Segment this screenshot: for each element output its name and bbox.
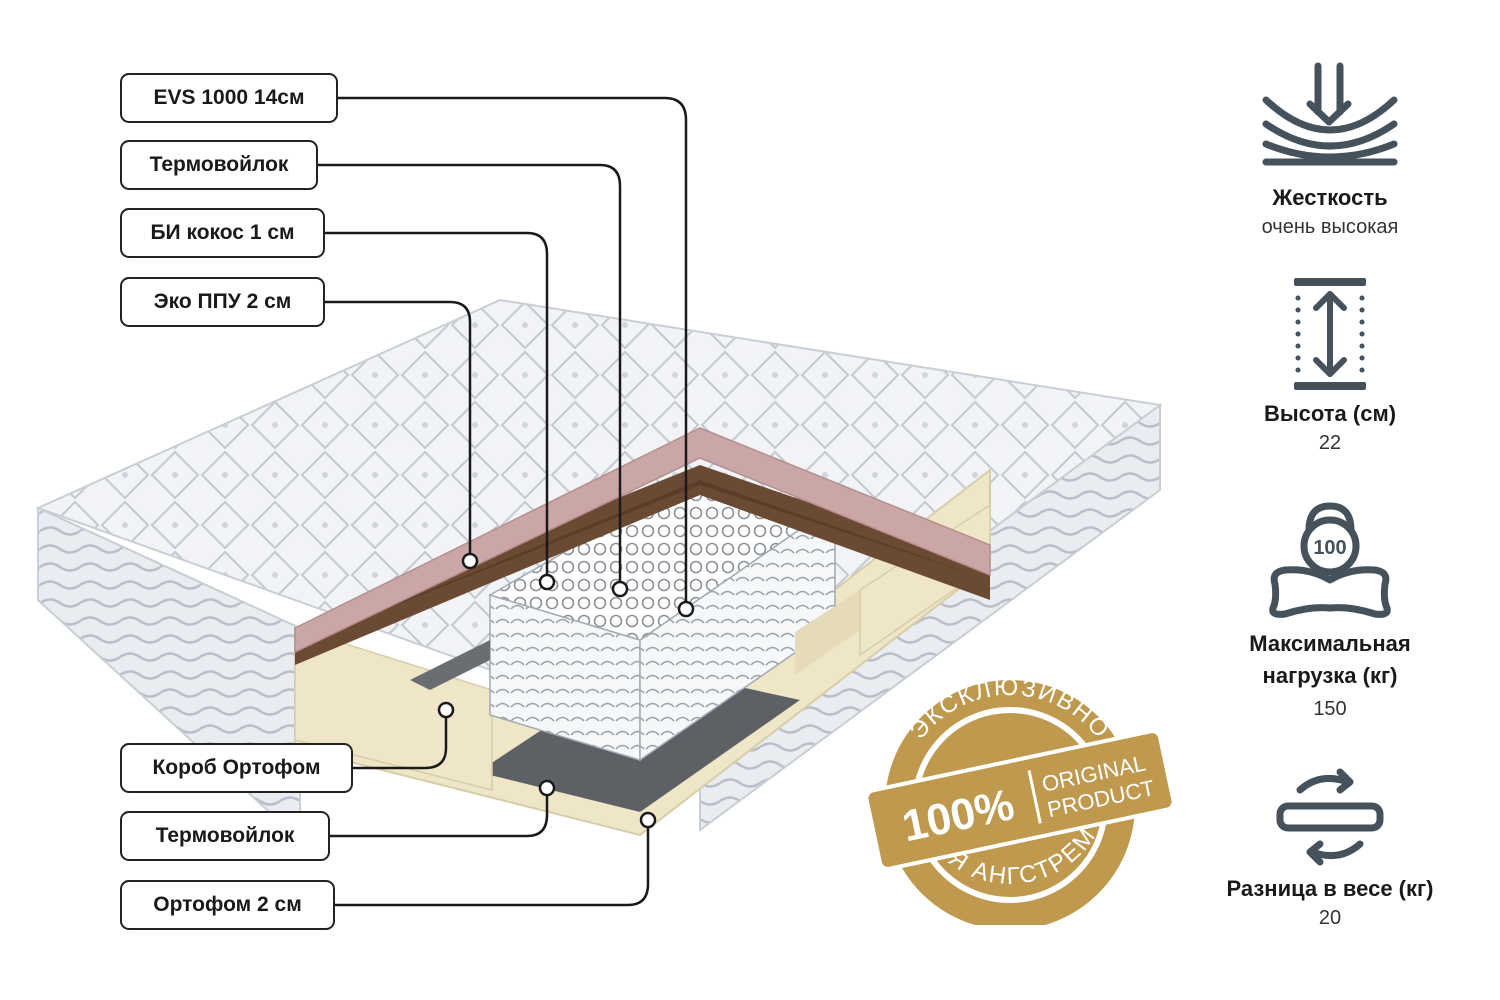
label-coconut: БИ кокос 1 см: [120, 208, 325, 258]
label-evs: EVS 1000 14см: [120, 73, 338, 123]
firmness-icon: [1262, 62, 1398, 166]
spec-weight-diff-title: Разница в весе (кг): [1226, 876, 1434, 901]
spec-load-value: 150: [1313, 698, 1347, 720]
label-termovoylok-top: Термовойлок: [120, 140, 318, 190]
spec-height-value: 22: [1318, 432, 1342, 454]
spec-weight-diff: Разница в весе (кг) 20: [1200, 873, 1460, 931]
leader-lines: [318, 96, 688, 907]
spec-load-title-1: Максимальная: [1249, 631, 1411, 656]
spec-height: Высота (см) 22: [1200, 398, 1460, 456]
mattress-cross-section: [294, 427, 991, 837]
weight-icon-text: 100: [1313, 537, 1346, 559]
swap-icon: [1276, 768, 1384, 866]
spec-firmness-value: очень высокая: [1261, 216, 1399, 238]
label-box-ortofom: Короб Ортофом: [120, 743, 353, 793]
weight-icon: 100: [1269, 502, 1391, 618]
label-eco-ppu: Эко ППУ 2 см: [120, 277, 325, 327]
label-ortofom: Ортофом 2 см: [120, 880, 335, 930]
leader-dots: [437, 552, 695, 829]
spec-firmness: Жесткость очень высокая: [1200, 182, 1460, 240]
spec-weight-diff-value: 20: [1318, 907, 1342, 929]
spec-height-title: Высота (см): [1263, 401, 1397, 426]
original-product-badge: ЭКСКЛЮЗИВНО ДЛЯ АНГСТРЕМ 100% ORIGINAL P…: [864, 674, 1176, 925]
height-icon: [1294, 278, 1366, 390]
spec-firmness-title: Жесткость: [1272, 185, 1388, 210]
spec-load: Максимальная нагрузка (кг) 150: [1200, 628, 1460, 722]
label-termovoylok-bottom: Термовойлок: [120, 811, 330, 861]
spec-load-title-2: нагрузка (кг): [1262, 663, 1398, 688]
